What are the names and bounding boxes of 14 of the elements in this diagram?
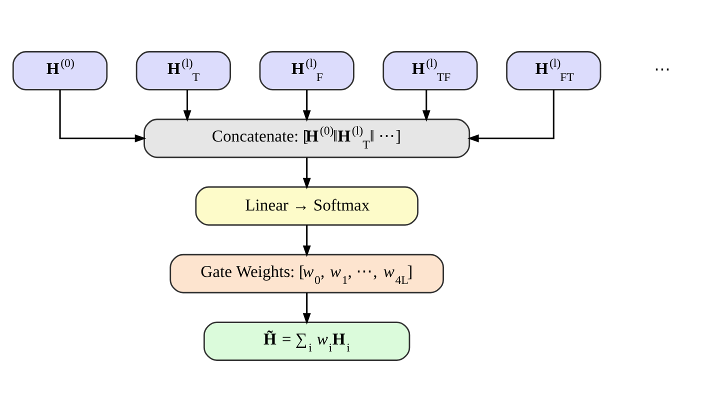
arrow [422, 90, 430, 122]
arrow [183, 90, 192, 122]
node-box: H$^{(0)}$ [12, 51, 108, 90]
arrow [59, 90, 146, 142]
node-box: Gate Weights: [w$_{0}$, w$_{1}$, ⋯, w$_{4L}$] [170, 254, 444, 294]
arrow [302, 90, 311, 122]
arrow [302, 292, 311, 325]
label: ⋯ [654, 60, 671, 80]
arrow [302, 225, 311, 257]
arrow [467, 90, 554, 142]
node-box: H̃ = ∑$_{i}$ w$_{i}$H$_{i}$ [203, 322, 410, 361]
arrow [302, 158, 311, 190]
node-box: Concatenate: [H$^{(0)}$‖H$^{(l)}$$_{T}$‖ ⋯] [144, 118, 470, 158]
node-box: Linear → Softmax [195, 186, 418, 226]
